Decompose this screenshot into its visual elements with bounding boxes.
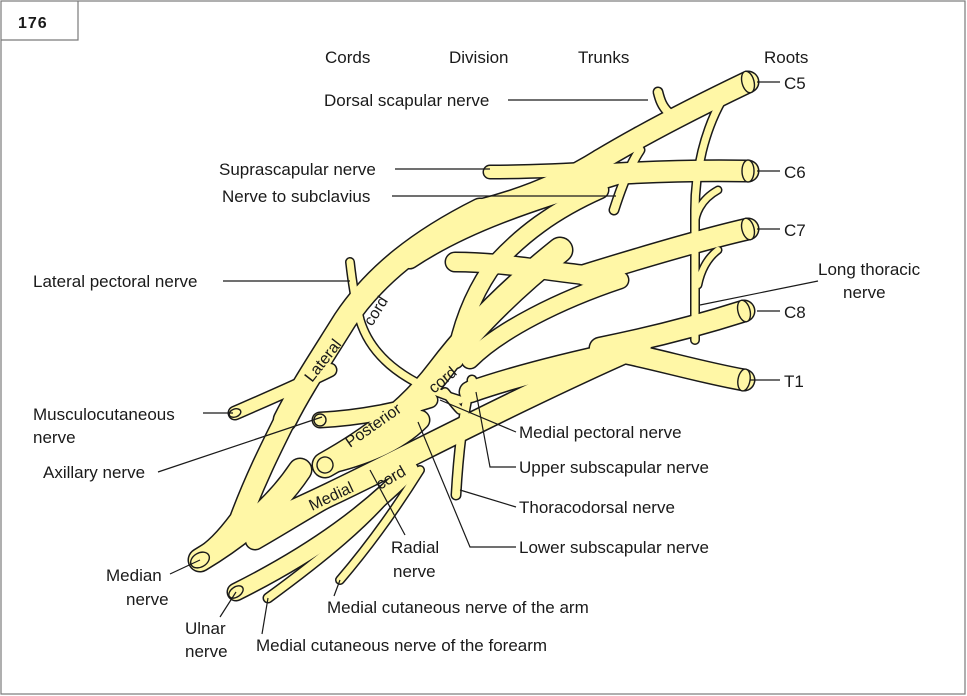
- leader-long-thoracic: [700, 281, 818, 305]
- label-medial-pectoral: Medial pectoral nerve: [519, 423, 682, 442]
- label-long-thoracic-1: Long thoracic: [818, 260, 921, 279]
- label-median-1: Median: [106, 566, 162, 585]
- label-long-thoracic-2: nerve: [843, 283, 886, 302]
- label-lower-subscapular: Lower subscapular nerve: [519, 538, 709, 557]
- header-cords: Cords: [325, 48, 370, 67]
- header-roots: Roots: [764, 48, 808, 67]
- root-c8: C8: [784, 303, 806, 322]
- label-ulnar-1: Ulnar: [185, 619, 226, 638]
- nerve-cap-axillary: [314, 414, 326, 426]
- label-axillary: Axillary nerve: [43, 463, 145, 482]
- header-trunks: Trunks: [578, 48, 629, 67]
- label-med-cut-forearm: Medial cutaneous nerve of the forearm: [256, 636, 547, 655]
- root-t1: T1: [784, 372, 804, 391]
- label-median-2: nerve: [126, 590, 169, 609]
- nerve-cap-root-c6: [742, 160, 754, 182]
- label-lateral-pectoral: Lateral pectoral nerve: [33, 272, 197, 291]
- nerve-root-c7: [585, 229, 748, 275]
- nerve-suprascapular: [490, 168, 600, 172]
- label-med-cut-arm: Medial cutaneous nerve of the arm: [327, 598, 589, 617]
- nerve-lower-subscapular: [417, 398, 419, 424]
- label-suprascapular: Suprascapular nerve: [219, 160, 376, 179]
- root-c6: C6: [784, 163, 806, 182]
- figure-number: 176: [18, 15, 48, 32]
- label-radial-1: Radial: [391, 538, 439, 557]
- label-radial-2: nerve: [393, 562, 436, 581]
- root-c5: C5: [784, 74, 806, 93]
- label-nerve-to-subclavius: Nerve to subclavius: [222, 187, 370, 206]
- leader-thoracodorsal: [460, 490, 516, 507]
- label-musculocutaneous-1: Musculocutaneous: [33, 405, 175, 424]
- label-ulnar-2: nerve: [185, 642, 228, 661]
- root-c7: C7: [784, 221, 806, 240]
- label-dorsal-scapular: Dorsal scapular nerve: [324, 91, 489, 110]
- header-division: Division: [449, 48, 509, 67]
- nerve-upper-subscapular: [472, 380, 476, 394]
- label-musculocutaneous-2: nerve: [33, 428, 76, 447]
- nerve-root-c5: [600, 82, 748, 160]
- label-thoracodorsal: Thoracodorsal nerve: [519, 498, 675, 517]
- leader-med-cut-forearm: [262, 598, 268, 634]
- label-upper-subscapular: Upper subscapular nerve: [519, 458, 709, 477]
